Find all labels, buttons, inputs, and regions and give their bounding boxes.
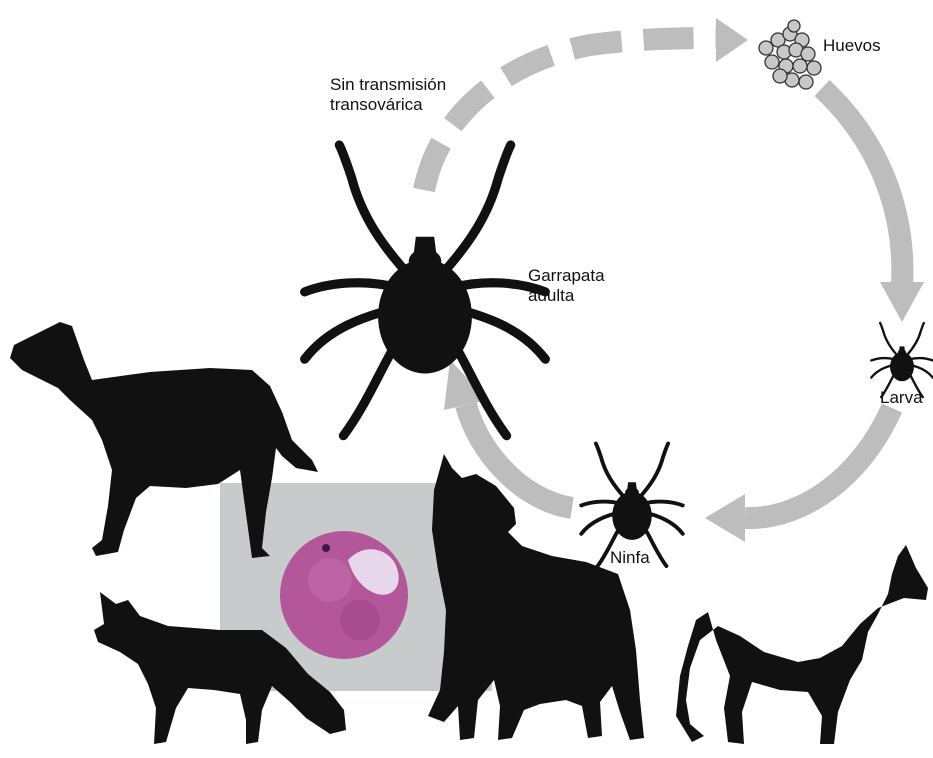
- no-transmission-label-line1: Sin transmisión: [330, 75, 446, 95]
- egg-cluster-icon: [759, 20, 821, 89]
- larva-to-nymph-arrow: [745, 408, 892, 518]
- no-transmission-label: Sin transmisión transovárica: [330, 75, 446, 115]
- jackal-silhouette: [676, 545, 928, 744]
- larva-label: Larva: [880, 388, 923, 408]
- arrowhead-to-larva: [880, 282, 924, 322]
- arrowhead-to-nymph: [705, 494, 745, 542]
- no-transmission-label-line2: transovárica: [330, 95, 446, 115]
- eggs-to-larva-arrow: [822, 88, 902, 285]
- adult-tick-label-line2: adulta: [528, 286, 605, 306]
- no-transmission-dashed-arrow: [424, 38, 716, 190]
- nymph-label: Ninfa: [610, 548, 650, 568]
- adult-tick-label: Garrapata adulta: [528, 266, 605, 306]
- arrowhead-to-eggs: [716, 18, 748, 62]
- eggs-label: Huevos: [823, 36, 881, 56]
- larva-tick-icon: [871, 323, 932, 397]
- adult-tick-label-line1: Garrapata: [528, 266, 605, 286]
